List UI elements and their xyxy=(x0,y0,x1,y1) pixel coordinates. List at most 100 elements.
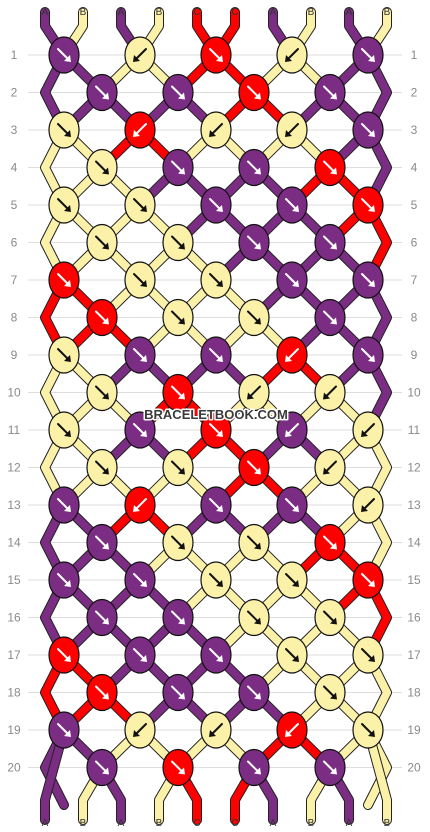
knot xyxy=(124,636,156,674)
arrow-head xyxy=(102,92,109,100)
knot xyxy=(238,298,270,337)
knot xyxy=(200,186,232,224)
arrow-head xyxy=(330,242,337,250)
strand-label-top: B xyxy=(80,7,87,18)
bottom-strand-tail xyxy=(41,726,68,824)
strand-label-top: B xyxy=(384,7,391,18)
row-number-left: 2 xyxy=(11,86,18,100)
arrow-head xyxy=(254,242,261,250)
row-number-left: 6 xyxy=(11,236,18,250)
arrow-head xyxy=(133,130,140,137)
arrow-head xyxy=(330,767,337,775)
arrow-head xyxy=(216,655,223,662)
arrow-head xyxy=(64,655,71,662)
watermark-text: BRACELETBOOK.COM xyxy=(144,407,288,422)
arrow-head xyxy=(254,92,261,100)
row-number-left: 14 xyxy=(7,536,21,550)
knot xyxy=(200,336,232,374)
row-number-right: 3 xyxy=(411,123,418,137)
arrow-head xyxy=(102,692,109,700)
knot xyxy=(48,186,80,224)
arrow-head xyxy=(216,55,223,62)
arrow-head xyxy=(140,205,147,212)
knot xyxy=(86,73,118,112)
knot xyxy=(352,411,384,449)
knot xyxy=(314,748,346,787)
row-number-left: 15 xyxy=(7,573,21,587)
knot xyxy=(314,223,346,262)
row-number-left: 13 xyxy=(7,498,21,512)
knot xyxy=(124,411,156,449)
knot xyxy=(314,298,346,337)
knot xyxy=(352,111,384,149)
row-number-left: 1 xyxy=(11,48,18,62)
row-number-right: 16 xyxy=(407,611,421,625)
knot xyxy=(352,486,384,524)
arrow-head xyxy=(102,767,109,775)
arrow-head xyxy=(368,55,375,62)
knot xyxy=(238,73,270,112)
row-number-left: 20 xyxy=(7,761,21,775)
knot xyxy=(124,711,156,749)
knot xyxy=(200,711,232,749)
knot xyxy=(276,36,308,74)
row-number-right: 5 xyxy=(411,198,418,212)
knot xyxy=(162,298,194,337)
arrow-head xyxy=(323,392,330,400)
knot xyxy=(314,598,346,637)
knot-grid xyxy=(48,36,384,787)
arrow-head xyxy=(285,430,292,437)
arrow-head xyxy=(216,280,223,287)
knot xyxy=(48,336,80,374)
row-number-right: 15 xyxy=(407,573,421,587)
arrow-head xyxy=(133,505,140,512)
arrow-head xyxy=(330,167,337,175)
arrow-head xyxy=(209,730,216,737)
knot xyxy=(314,673,346,712)
arrow-head xyxy=(178,467,185,475)
arrow-head xyxy=(368,280,375,287)
arrow-head xyxy=(323,467,330,475)
arrow-head xyxy=(64,130,71,137)
arrow-head xyxy=(216,505,223,512)
row-number-left: 5 xyxy=(11,198,18,212)
knot xyxy=(314,148,346,187)
arrow-head xyxy=(209,130,216,137)
arrow-head xyxy=(368,205,375,212)
knot xyxy=(238,748,270,787)
arrow-head xyxy=(330,692,337,700)
row-number-right: 1 xyxy=(411,48,418,62)
knot xyxy=(352,636,384,674)
bottom-strand-tail xyxy=(364,726,391,824)
knot xyxy=(238,448,270,487)
arrow-head xyxy=(330,317,337,325)
strand-label-top: A xyxy=(346,7,353,18)
arrow-head xyxy=(102,467,109,475)
arrow-head xyxy=(102,542,109,550)
knot xyxy=(314,373,346,412)
arrow-head xyxy=(133,55,140,62)
knot xyxy=(162,448,194,487)
knot xyxy=(124,561,156,599)
knot xyxy=(200,561,232,599)
arrow-head xyxy=(178,92,185,100)
row-number-right: 13 xyxy=(407,498,421,512)
arrow-head xyxy=(178,242,185,250)
knot xyxy=(48,711,80,749)
arrow-head xyxy=(64,730,71,737)
knot xyxy=(124,111,156,149)
arrow-head xyxy=(285,355,292,362)
knot xyxy=(86,523,118,562)
strand-label-top: A xyxy=(42,7,49,18)
svg-text:BRACELETBOOK.COM: BRACELETBOOK.COM xyxy=(144,407,288,422)
arrow-head xyxy=(64,430,71,437)
knot xyxy=(124,336,156,374)
arrow-head xyxy=(292,505,299,512)
arrow-head xyxy=(64,280,71,287)
knot xyxy=(238,673,270,712)
arrow-head xyxy=(254,317,261,325)
row-number-right: 11 xyxy=(408,423,421,437)
row-number-left: 7 xyxy=(11,273,18,287)
